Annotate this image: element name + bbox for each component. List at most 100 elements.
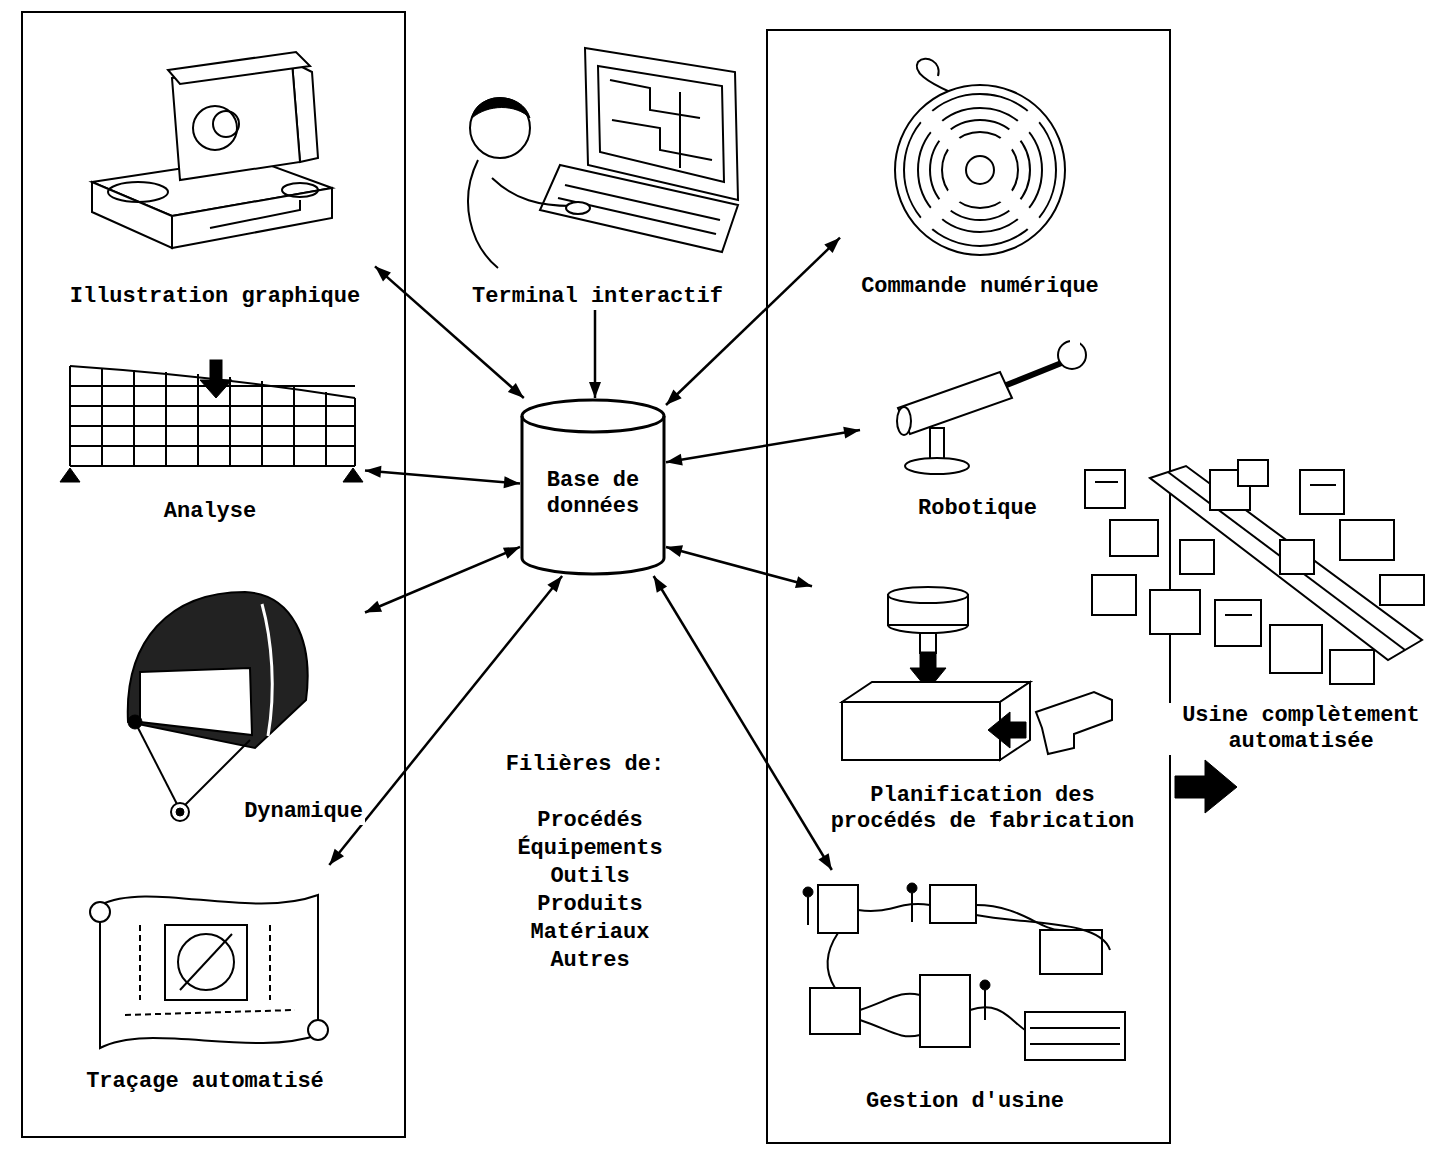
operator-head: [470, 98, 530, 158]
station: [1340, 520, 1394, 560]
machine-detail: [1225, 614, 1252, 616]
left-panel: [22, 12, 405, 1137]
tower-bore-inner: [213, 111, 239, 137]
drawn-part: [165, 925, 247, 1000]
bore: [282, 183, 318, 197]
icon-node: Dynamique: [110, 580, 365, 825]
station: [1110, 520, 1158, 556]
mesh-line: [70, 445, 355, 447]
dim-line: [269, 925, 271, 1000]
cable: [970, 1007, 1025, 1030]
list-item: Autres: [548, 948, 631, 974]
station: [1180, 540, 1214, 574]
cylinder-rim: [522, 416, 664, 432]
connector-line: [365, 547, 520, 613]
base-front: [92, 182, 172, 248]
machine: [810, 988, 860, 1034]
arrowhead: [365, 466, 381, 478]
robot-arm-cap: [897, 407, 911, 435]
connector-line: [666, 238, 840, 405]
mesh-line: [133, 370, 135, 466]
pendulum-bob: [171, 803, 189, 821]
cable: [828, 933, 838, 988]
machine: [930, 885, 976, 923]
tool-shaft: [920, 633, 936, 653]
operator-arm: [492, 178, 572, 206]
reel-hub: [966, 156, 994, 184]
screen: [598, 66, 724, 182]
connector: [589, 310, 601, 398]
connector-line: [666, 430, 860, 462]
connector: [666, 427, 860, 466]
arrowhead: [666, 390, 682, 405]
arrowhead: [504, 476, 520, 488]
block-top: [842, 682, 1030, 702]
cable: [860, 1020, 920, 1036]
mesh-line: [229, 377, 231, 466]
machine: [818, 885, 858, 933]
beam-analysis-drawing: [60, 360, 363, 482]
connector-line: [365, 471, 520, 484]
pivot: [128, 715, 142, 729]
robot-base: [905, 458, 969, 474]
cable: [860, 994, 920, 1010]
icon-node: Robotique: [860, 340, 1095, 522]
arrowhead: [547, 576, 562, 592]
list-heading: Filières de:: [504, 752, 666, 778]
icon-node: Planification des procédés de fabricatio…: [812, 580, 1153, 835]
station: [1085, 470, 1125, 508]
robot-rod: [1004, 362, 1064, 386]
tool-bottom: [888, 625, 968, 633]
node-caption: Dynamique: [242, 799, 365, 825]
connector-line: [654, 576, 832, 870]
arrowhead: [818, 853, 831, 870]
right-panel: [767, 30, 1170, 1143]
reel-rim-inner: [904, 94, 1056, 246]
operator-body: [468, 160, 498, 268]
machine-part-drawing: [92, 52, 332, 248]
robot-stand: [930, 428, 944, 462]
station: [1238, 460, 1268, 486]
arrowhead: [589, 382, 601, 398]
connector: [666, 238, 840, 405]
station: [1300, 470, 1344, 514]
tool-top: [888, 587, 968, 603]
dim-line: [125, 1010, 295, 1015]
robot-arm: [898, 372, 1012, 434]
connector: [666, 545, 812, 588]
list-item: Matériaux: [529, 920, 652, 946]
mesh-line: [70, 465, 355, 467]
mesh-line: [101, 368, 103, 466]
list-item: Équipements: [515, 836, 664, 862]
cable: [976, 915, 1110, 950]
arrowhead: [795, 576, 812, 588]
mesh-line: [325, 392, 327, 466]
arrowhead: [329, 849, 344, 865]
database-cylinder: Base de données: [520, 398, 666, 576]
node-caption: Usine complètement automatisée: [1167, 703, 1435, 755]
mesh: [70, 366, 355, 466]
scroll-curl: [308, 1020, 328, 1040]
support: [343, 468, 363, 482]
worker-body: [911, 893, 913, 922]
station: [1215, 600, 1261, 646]
machine-detail: [1310, 484, 1336, 486]
reel-rim: [895, 85, 1065, 255]
icon-node: Gestion d'usine: [790, 870, 1140, 1115]
arrowhead: [654, 576, 667, 593]
icon-node: Illustration graphique: [55, 40, 375, 310]
station: [1280, 540, 1314, 574]
terminal-drawing: [468, 48, 738, 268]
connector: [365, 466, 520, 488]
arrowhead: [365, 601, 382, 613]
reel-ring: [918, 108, 1042, 232]
node-caption: Gestion d'usine: [864, 1089, 1066, 1115]
drawn-bore: [178, 934, 234, 990]
dome-band: [262, 604, 272, 736]
conveyor-rail: [1168, 472, 1405, 650]
scroll-curl: [90, 902, 110, 922]
tower-cap: [168, 52, 310, 84]
machine-detail: [1095, 481, 1118, 483]
machine: [1040, 930, 1102, 974]
